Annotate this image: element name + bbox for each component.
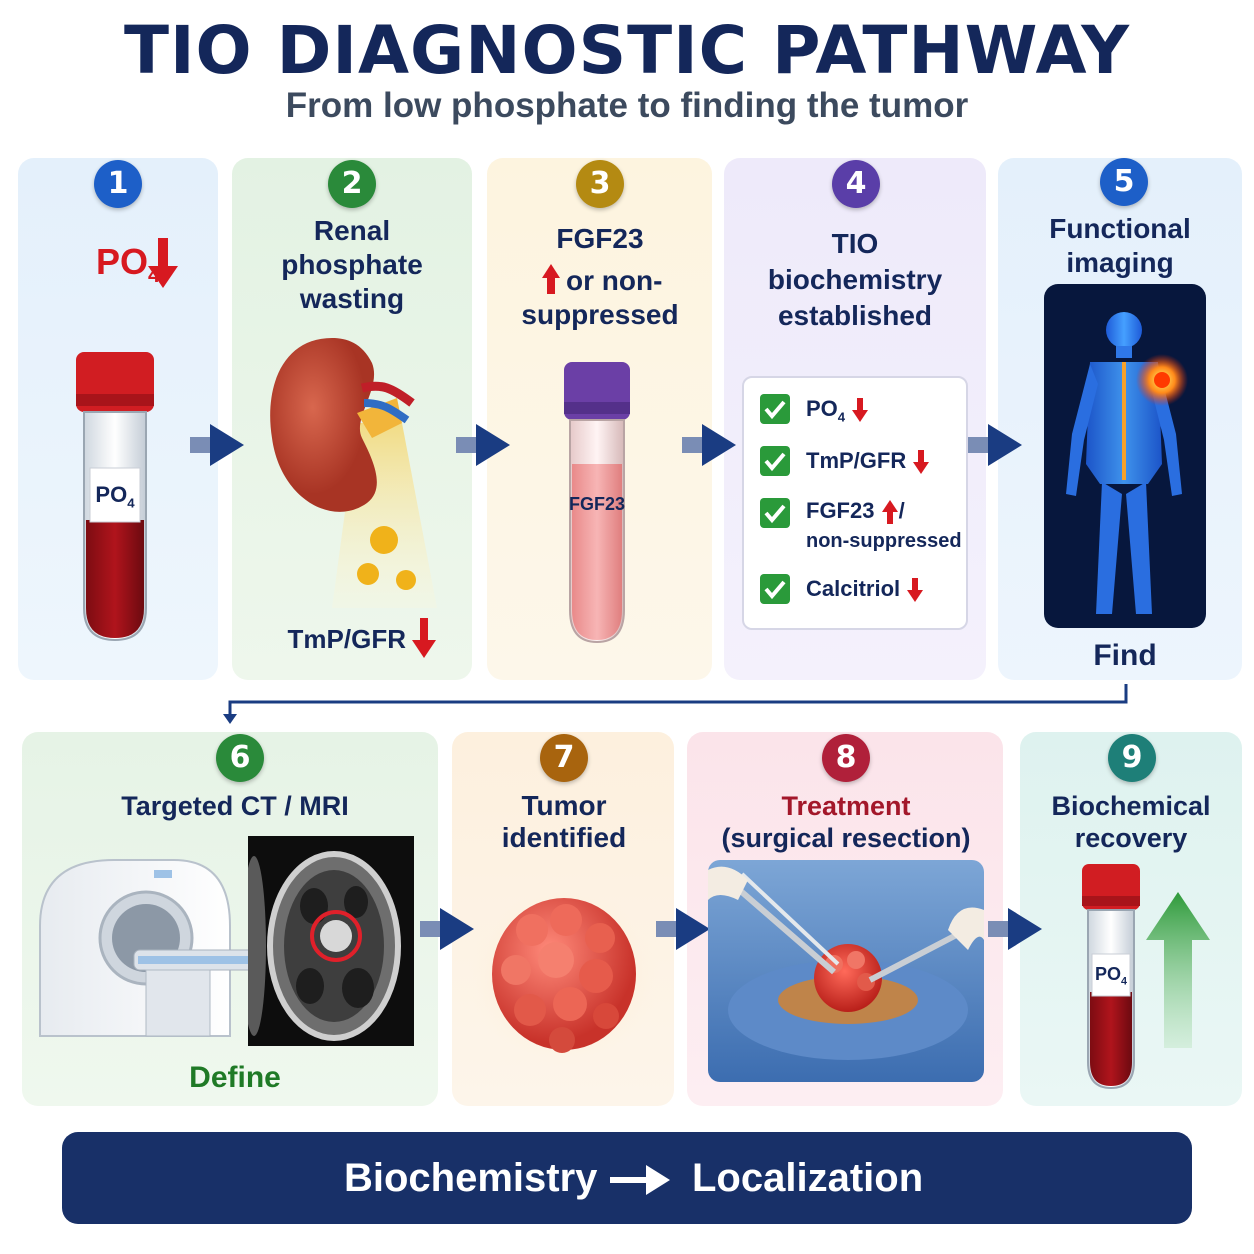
step-6-badge: 6 (216, 734, 264, 782)
body-scan-image (1044, 284, 1206, 628)
row-connector-line (223, 684, 1128, 724)
check-icon (760, 446, 790, 476)
tumor-icon (468, 886, 660, 1066)
mri-slice-image (248, 836, 414, 1046)
step-7-badge: 7 (540, 734, 588, 782)
step-7-label: Tumor identified (501, 790, 627, 853)
ct-scanner-icon (39, 859, 277, 1037)
flow-arrow-icon (988, 908, 1042, 950)
step-5-caption: Find (1093, 639, 1157, 672)
step-1-tube-label: PO4 (95, 482, 135, 511)
page-subtitle: From low phosphate to finding the tumor (285, 86, 969, 125)
step-3-label-line-2: or non- (566, 265, 663, 296)
step-5-badge: 5 (1100, 158, 1148, 206)
flow-arrow-icon (968, 424, 1022, 466)
step-4-label: TIO biochemistry established (767, 228, 943, 331)
summary-left: Biochemistry (344, 1156, 598, 1200)
right-arrow-icon (610, 1165, 670, 1195)
up-arrow-icon (1146, 892, 1210, 1048)
surgery-image (708, 860, 984, 1082)
checklist-item: PO4 (744, 394, 970, 428)
page-title: TIO DIAGNOSTIC PATHWAY (123, 12, 1131, 89)
step-6-caption: Define (189, 1061, 281, 1094)
step-6-label: Targeted CT / MRI (121, 791, 349, 821)
checklist-item: FGF23 / non-suppressed (744, 498, 970, 558)
step-9-tube-label: PO4 (1094, 964, 1128, 988)
step-3-label-line-3: suppressed (521, 299, 679, 330)
step-3-tube-label: FGF23 (568, 494, 625, 514)
blood-tube-icon (76, 352, 154, 642)
step-8-badge: 8 (822, 734, 870, 782)
up-arrow-icon (881, 500, 898, 525)
blood-tube-icon (1082, 864, 1140, 1090)
checklist-item: TmP/GFR (744, 446, 970, 480)
check-icon (760, 574, 790, 604)
step-2-caption: TmP/GFR (287, 624, 406, 654)
flow-arrow-icon (656, 908, 710, 950)
serum-tube-icon (564, 362, 630, 644)
down-arrow-icon (852, 398, 869, 423)
down-arrow-icon (913, 450, 930, 475)
step-2-badge: 2 (328, 160, 376, 208)
step-1-badge: 1 (94, 160, 142, 208)
checklist-box: PO4 TmP/GFR FGF23 / non-suppressed Calci… (742, 376, 968, 630)
down-arrow-icon (148, 238, 178, 288)
flow-arrow-icon (190, 424, 244, 466)
up-arrow-icon (542, 264, 560, 294)
step-4-badge: 4 (832, 160, 880, 208)
check-icon (760, 498, 790, 528)
step-9-badge: 9 (1108, 734, 1156, 782)
flow-arrow-icon (682, 424, 736, 466)
check-icon (760, 394, 790, 424)
step-3-badge: 3 (576, 160, 624, 208)
flow-arrow-icon (420, 908, 474, 950)
step-1-label: PO4 (95, 241, 160, 287)
summary-right: Localization (692, 1156, 924, 1200)
down-arrow-icon (412, 618, 436, 658)
step-8-label: Treatment (surgical resection) (721, 791, 971, 853)
step-5-label: Functional imaging (1049, 213, 1191, 278)
checklist-item: Calcitriol (744, 574, 970, 608)
step-9-label: Biochemical recovery (1051, 791, 1211, 853)
step-2-label: Renal phosphate wasting (281, 215, 423, 314)
flow-arrow-icon (456, 424, 510, 466)
summary-bar: Biochemistry Localization (62, 1132, 1192, 1224)
down-arrow-icon (907, 578, 924, 603)
step-3-label-line-1: FGF23 (556, 223, 644, 254)
kidney-icon (270, 338, 437, 608)
